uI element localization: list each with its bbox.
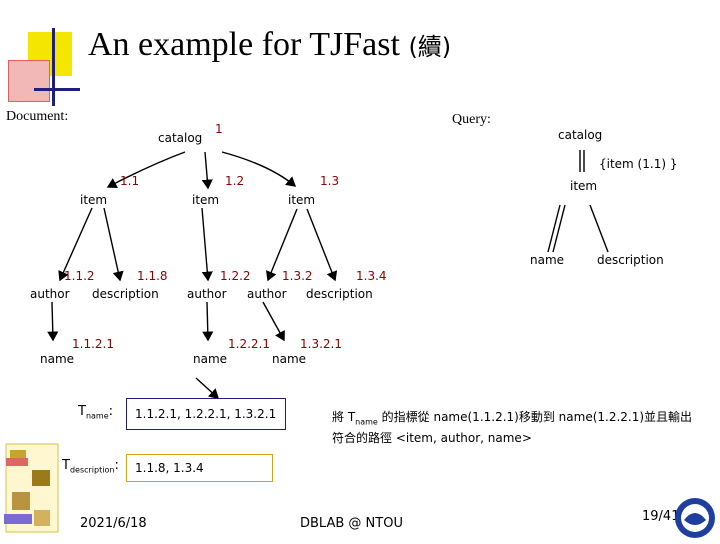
query-node-item: item <box>570 179 598 193</box>
doc-node-author-1-1-2: author <box>30 287 70 301</box>
query-node-description: description <box>597 253 664 267</box>
footer-page-number: 19/41 <box>642 509 680 524</box>
doc-label-1-1-8: 1.1.8 <box>137 269 168 283</box>
ntou-emblem-icon <box>675 498 715 538</box>
doc-label-1-3-2: 1.3.2 <box>282 269 313 283</box>
decor-red-square <box>8 60 50 102</box>
tname-stream-values: 1.1.2.1, 1.2.2.1, 1.3.2.1 <box>135 407 277 421</box>
explanation-line-1-sub: name <box>355 417 378 427</box>
explanation-line-1: 將 Tname 的指標從 name(1.1.2.1)移動到 name(1.2.2… <box>332 409 692 430</box>
doc-node-item-1-1: item <box>80 193 108 207</box>
query-label: Query: <box>452 112 491 127</box>
tname-colon: : <box>108 404 114 419</box>
tdescription-label: Tdescription: <box>62 458 119 475</box>
doc-label-root: 1 <box>215 122 223 136</box>
tdescription-T: T <box>62 458 70 473</box>
doc-node-author-1-2-2: author <box>187 287 227 301</box>
lab-logo-icon <box>4 443 59 533</box>
footer-center: DBLAB @ NTOU <box>300 516 403 531</box>
query-node-name: name <box>530 253 565 267</box>
slide-title-text: An example for TJFast <box>88 26 400 63</box>
doc-node-catalog: catalog <box>158 131 203 145</box>
explanation-line-2: 符合的路徑 <item, author, name> <box>332 431 532 446</box>
doc-label-1-1: 1.1 <box>120 174 140 188</box>
doc-node-description-1-3-4: description <box>306 287 373 301</box>
slide-title: An example for TJFast (續) <box>88 26 451 64</box>
doc-node-item-1-3: item <box>288 193 316 207</box>
doc-label-1-2-2: 1.2.2 <box>220 269 251 283</box>
doc-label-1-2-2-1: 1.2.2.1 <box>228 337 270 351</box>
doc-label-1-2: 1.2 <box>225 174 245 188</box>
doc-label-1-1-2: 1.1.2 <box>64 269 95 283</box>
tdescription-stream-values: 1.1.8, 1.3.4 <box>135 461 204 475</box>
query-node-catalog: catalog <box>558 128 603 142</box>
tname-T: T <box>78 404 86 419</box>
tname-stream-box: 1.1.2.1, 1.2.2.1, 1.3.2.1 <box>126 398 286 430</box>
decor-blue-horizontal-bar <box>34 88 80 91</box>
doc-label-1-3-2-1: 1.3.2.1 <box>300 337 342 351</box>
doc-node-name-1-2-2-1: name <box>193 352 228 366</box>
doc-label-1-1-2-1: 1.1.2.1 <box>72 337 114 351</box>
tname-subscript: name <box>85 411 109 421</box>
lab-logo-stamp <box>2 440 66 538</box>
tdescription-subscript: description <box>69 465 115 475</box>
doc-node-name-1-3-2-1: name <box>272 352 307 366</box>
ntou-emblem <box>672 496 718 540</box>
decor-blue-vertical-bar <box>52 28 55 106</box>
document-label: Document: <box>6 109 69 124</box>
footer-date: 2021/6/18 <box>80 516 147 531</box>
tdescription-stream-box: 1.1.8, 1.3.4 <box>126 454 273 482</box>
doc-node-item-1-2: item <box>192 193 220 207</box>
doc-label-1-3-4: 1.3.4 <box>356 269 387 283</box>
doc-label-1-3: 1.3 <box>320 174 340 188</box>
tdescription-colon: : <box>114 458 119 473</box>
tname-label: Tname: <box>78 404 113 421</box>
explanation-line-1-a: 將 T <box>332 410 356 424</box>
doc-node-name-1-1-2-1: name <box>40 352 75 366</box>
slide-title-suffix: (續) <box>408 33 452 61</box>
doc-node-author-1-3-2: author <box>247 287 287 301</box>
explanation-note: 將 Tname 的指標從 name(1.1.2.1)移動到 name(1.2.2… <box>332 409 692 447</box>
query-item-set: {item (1.1) } <box>599 157 678 171</box>
explanation-line-1-b: 的指標從 name(1.1.2.1)移動到 name(1.2.2.1)並且輸出 <box>377 410 693 424</box>
doc-node-description-1-1-8: description <box>92 287 159 301</box>
